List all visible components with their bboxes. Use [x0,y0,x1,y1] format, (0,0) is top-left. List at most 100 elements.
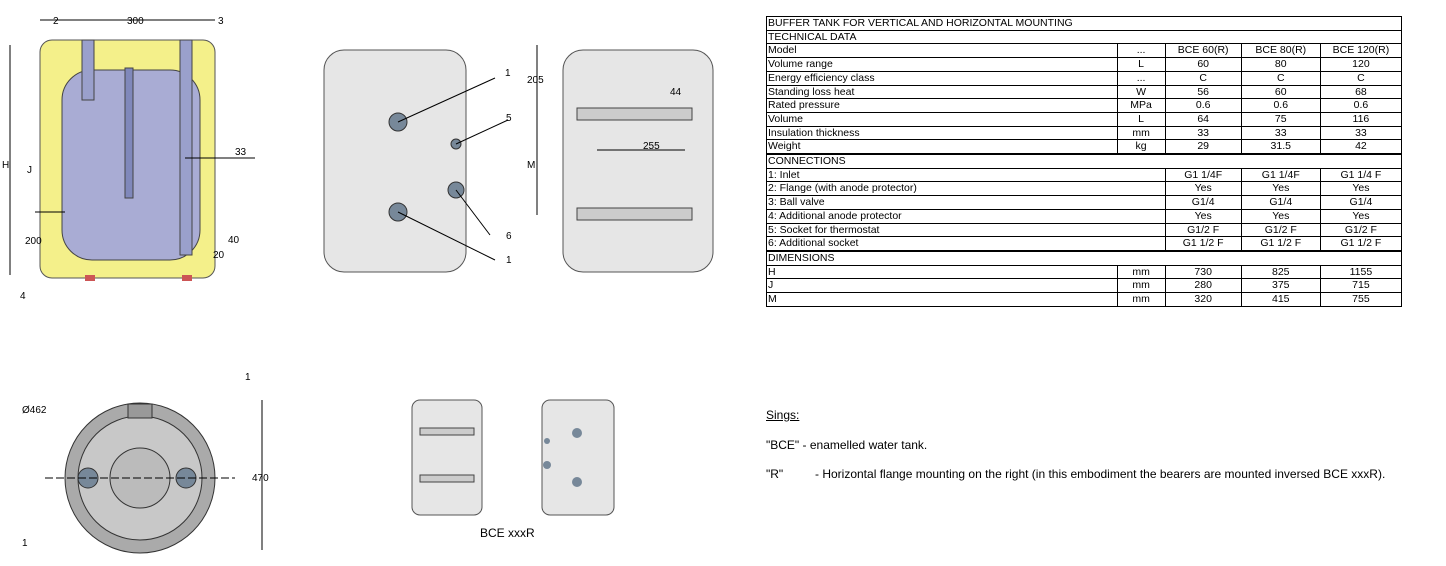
table-cell: G1 1/2 F [1164,236,1242,252]
table-cell: 6: Additional socket [766,236,1166,252]
section-header: CONNECTIONS [766,153,1402,169]
label-H: H [2,160,10,171]
table-cell: C [1240,70,1321,86]
table-cell: 730 [1164,264,1242,280]
label-5: 5 [506,113,512,124]
table-cell: J [766,278,1118,294]
label-6: 6 [506,231,512,242]
tank-front-view [323,49,509,273]
label-1-bottom: 1 [22,538,28,549]
label-J: J [27,165,32,176]
table-cell: 75 [1240,111,1321,127]
label-M: M [527,160,536,171]
table-cell: kg [1116,139,1166,155]
table-cell: 0.6 [1164,98,1242,113]
table-cell: Yes [1319,181,1403,197]
table-cell: M [766,292,1118,307]
table-cell: G1 1/2 F [1240,236,1321,252]
table-cell: 320 [1164,292,1242,307]
table-cell: 120 [1319,57,1403,72]
table-cell: mm [1116,125,1166,141]
table-cell: L [1116,57,1166,72]
table-cell: 280 [1164,278,1242,294]
table-cell: 825 [1240,264,1321,280]
label-33: 33 [235,147,247,158]
label-44: 44 [670,87,682,98]
table-cell: 64 [1164,111,1242,127]
table-cell: Yes [1164,208,1242,224]
label-470: 470 [252,473,269,484]
table-cell: 60 [1164,57,1242,72]
table-cell: BCE 60(R) [1164,43,1242,59]
label-20: 20 [213,250,225,261]
table-cell: 3: Ball valve [766,195,1166,210]
notes-line-2-key: "R" [766,467,784,481]
table-cell: Yes [1319,208,1403,224]
label-1-bottom: 1 [506,255,512,266]
label-300: 300 [127,16,144,27]
section-header: DIMENSIONS [766,249,1402,266]
table-cell: Insulation thickness [766,125,1118,141]
notes-line-1: "BCE" - enamelled water tank. [766,438,928,452]
table-cell: 755 [1319,292,1403,307]
notes-heading: Sings: [766,408,800,422]
label-205: 205 [527,75,544,86]
table-cell: Yes [1164,181,1242,197]
table-cell: 715 [1319,278,1403,294]
table-cell: Standing loss heat [766,84,1118,100]
label-255: 255 [643,141,660,152]
table-cell: 4: Additional anode protector [766,208,1166,224]
table-cell: 415 [1240,292,1321,307]
table-cell: 1155 [1319,264,1403,280]
notes-line-2-text: - Horizontal flange mounting on the righ… [815,467,1386,481]
table-cell: G1/4 [1164,195,1242,210]
table-cell: G1/2 F [1319,222,1403,238]
table-cell: BCE 120(R) [1319,43,1403,59]
table-cell: CONNECTIONS [766,153,1402,169]
table-cell: W [1116,84,1166,100]
table-row: Model...BCE 60(R)BCE 80(R)BCE 120(R) [766,43,1403,59]
table-cell: 29 [1164,139,1242,155]
table-cell: C [1164,70,1242,86]
table-cell: 33 [1240,125,1321,141]
table-cell: 80 [1240,57,1321,72]
table-cell: mm [1116,292,1166,307]
table-cell: 116 [1319,111,1403,127]
table-cell: DIMENSIONS [766,249,1402,266]
table-cell: 2: Flange (with anode protector) [766,181,1166,197]
table-cell: Model [766,43,1118,59]
table-cell: G1 1/2 F [1319,236,1403,252]
label-1-top: 1 [505,68,511,79]
table-cell: G1 1/4 F [1319,167,1403,183]
table-cell: G1/2 F [1164,222,1242,238]
table-cell: G1/4 [1319,195,1403,210]
table-cell: 60 [1240,84,1321,100]
table-cell: BCE 80(R) [1240,43,1321,59]
table-cell: ... [1116,43,1166,59]
caption-bce-xxxr: BCE xxxR [480,526,535,540]
label-1-top: 1 [245,372,251,383]
table-cell: TECHNICAL DATA [766,29,1402,45]
tank-back-view [536,45,714,273]
table-cell: H [766,264,1118,280]
label-3: 3 [218,16,224,27]
table-cell: G1 1/4F [1164,167,1242,183]
table-cell: 33 [1319,125,1403,141]
table-cell: Yes [1240,181,1321,197]
table-cell: Rated pressure [766,98,1118,113]
table-cell: 0.6 [1240,98,1321,113]
table-cell: mm [1116,264,1166,280]
table-cell: 33 [1164,125,1242,141]
